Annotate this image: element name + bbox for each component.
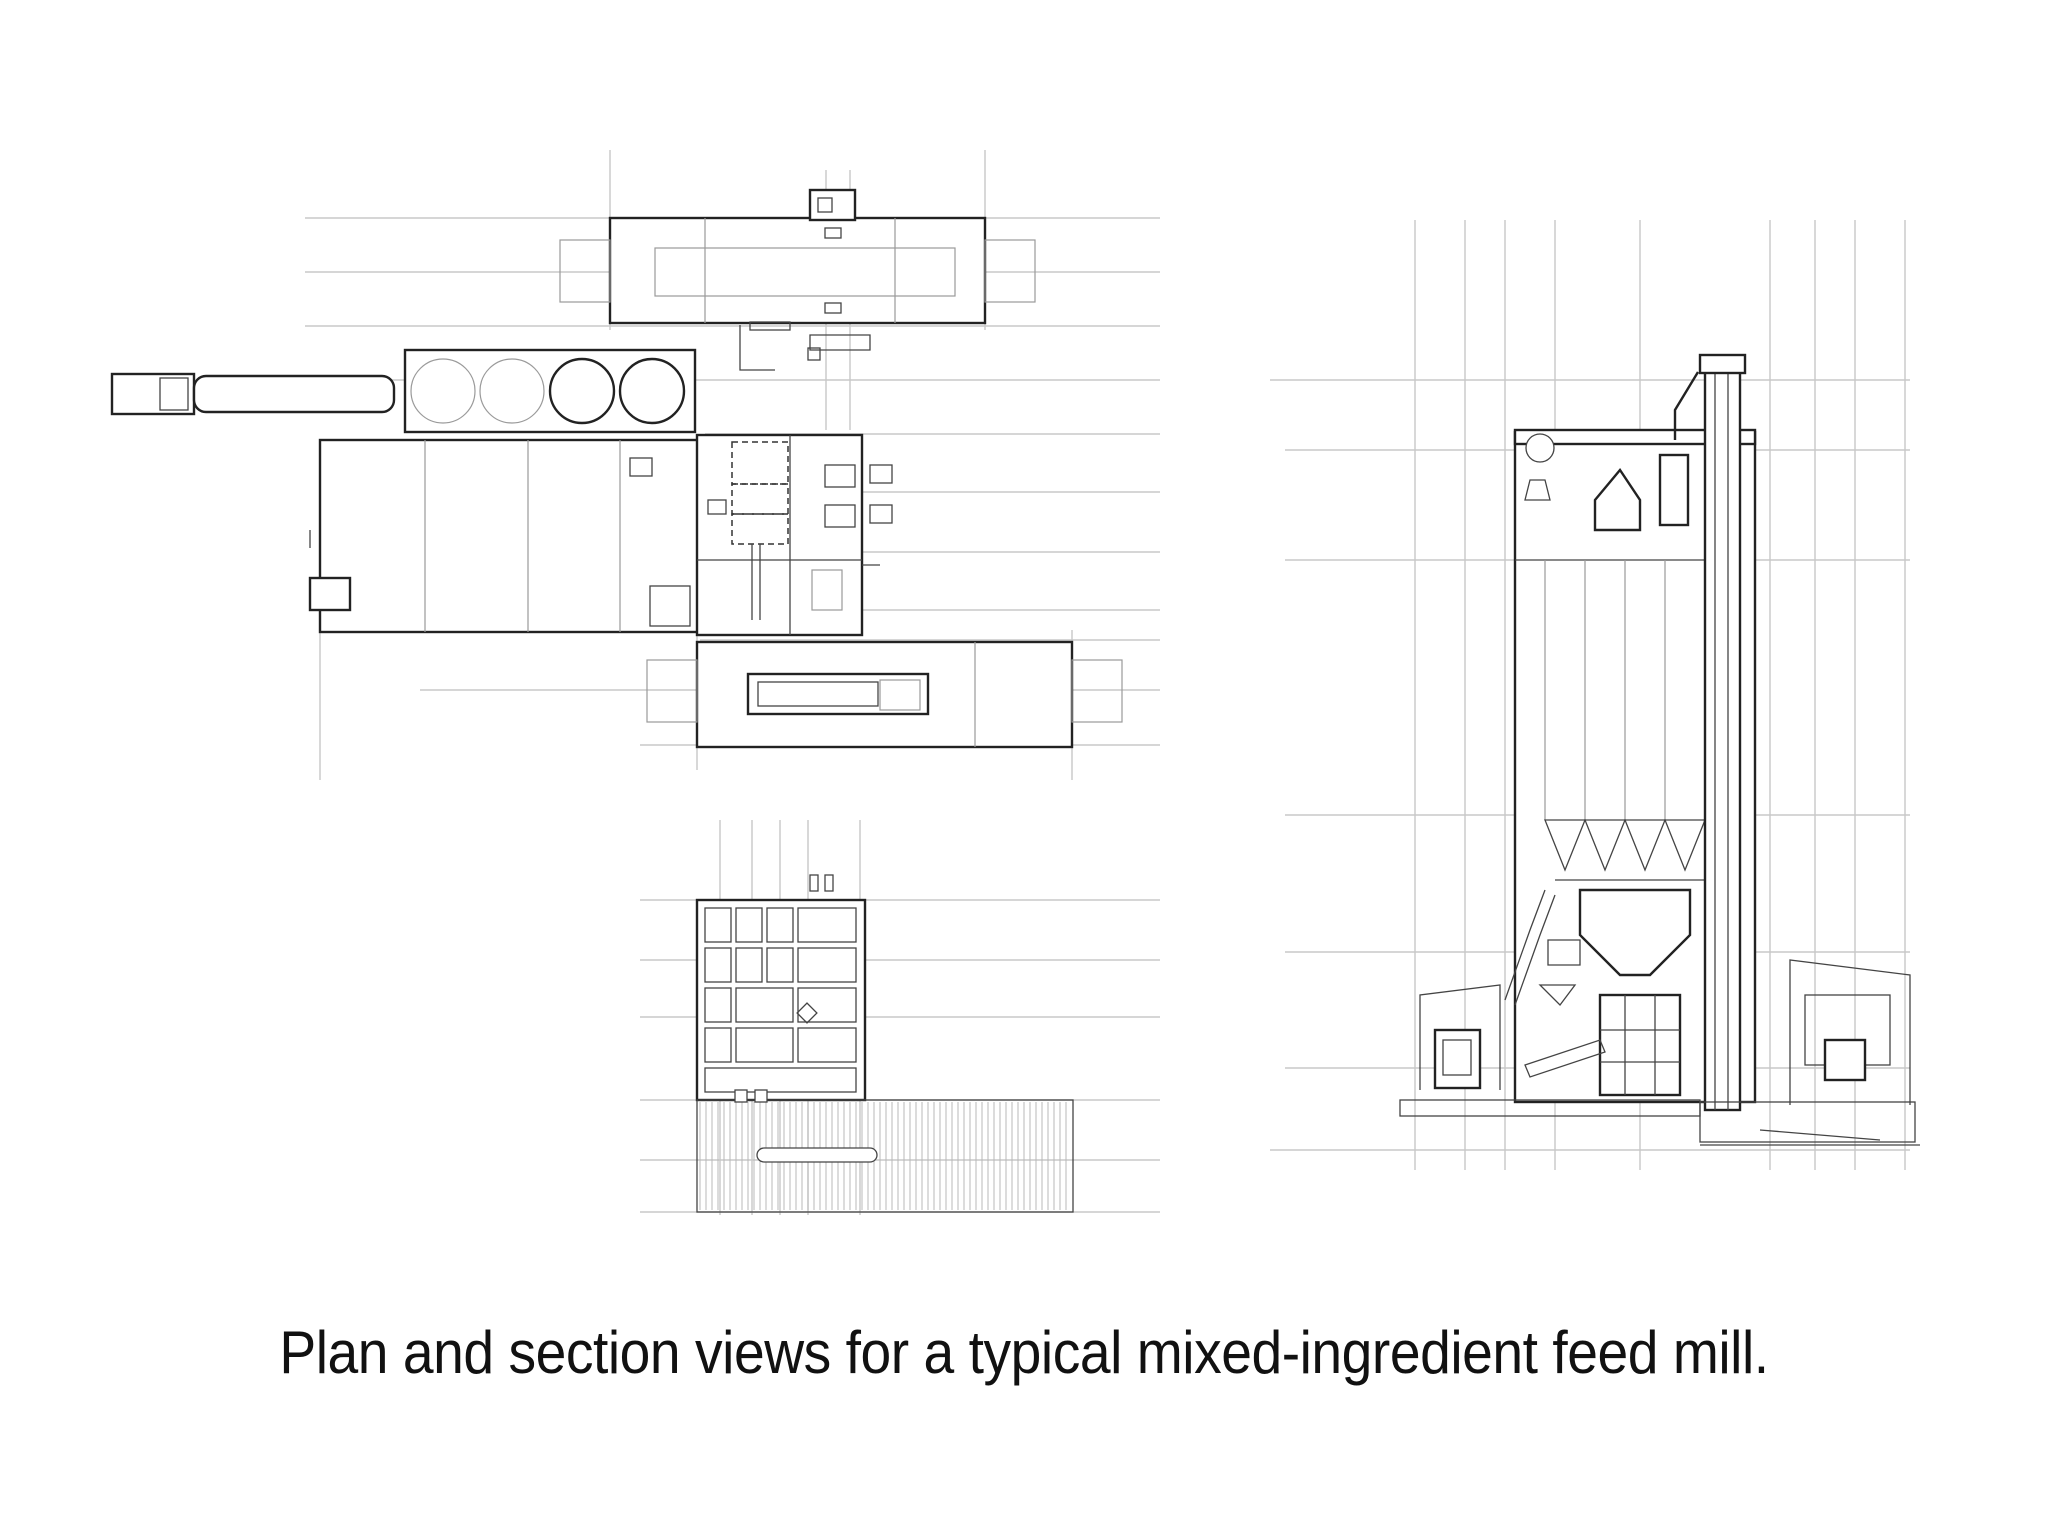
bottom-wing xyxy=(646,640,1123,749)
mill-tower xyxy=(1513,353,1757,1112)
pellet-mill-area xyxy=(1399,889,1701,1117)
lower-plan-view xyxy=(640,820,1160,1215)
hatched-slab xyxy=(696,1089,1074,1213)
truck-unloader xyxy=(110,372,396,416)
figure-caption: Plan and section views for a typical mix… xyxy=(279,1319,1769,1386)
top-wing xyxy=(559,188,1036,371)
section-view xyxy=(1270,220,1920,1170)
bin-grid xyxy=(695,874,867,1102)
storage-bins xyxy=(403,348,697,434)
warehouse xyxy=(308,438,702,634)
loadout-area xyxy=(1699,959,1920,1146)
mill-core xyxy=(695,433,893,637)
plan-view xyxy=(110,150,1160,780)
